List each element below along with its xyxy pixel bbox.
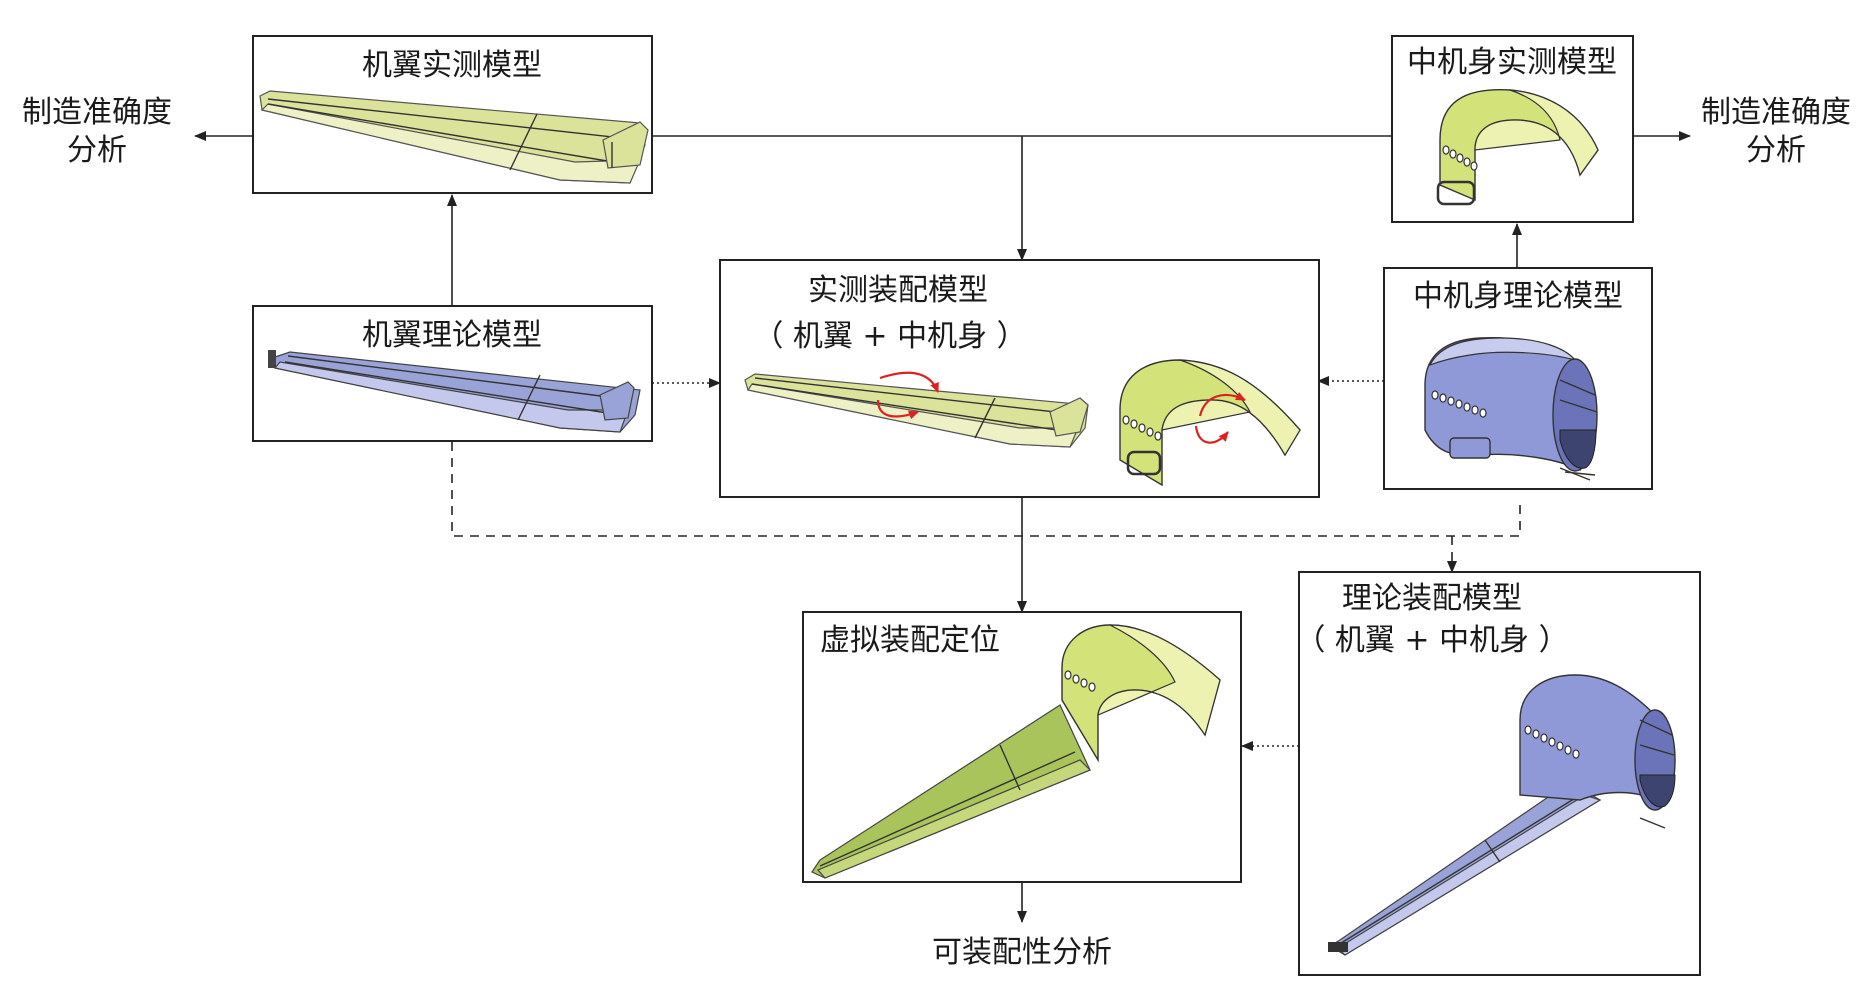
fuselage-theory-graphic xyxy=(1424,337,1598,481)
left-accuracy-line2: 分析 xyxy=(67,133,127,168)
theory-dashed-path xyxy=(451,442,1521,537)
virtual-positioning-graphic xyxy=(811,624,1221,879)
virtual-positioning-box: 虚拟装配定位 xyxy=(802,611,1242,883)
connectors xyxy=(194,131,1691,923)
wing-measured-graphic xyxy=(259,90,649,184)
window-row xyxy=(1122,415,1162,441)
right-accuracy-line1: 制造准确度 xyxy=(1701,95,1851,130)
window-row xyxy=(1064,670,1096,692)
fuselage-measured-model-box: 中机身实测模型 xyxy=(1391,35,1634,223)
fuselage-theory-model-box: 中机身理论模型 xyxy=(1383,267,1653,490)
theory-assembly-subtitle: （ 机翼 + 中机身 ） xyxy=(1295,623,1568,658)
right-accuracy-output: 制造准确度 分析 xyxy=(1701,95,1851,168)
virtual-positioning-label: 虚拟装配定位 xyxy=(820,623,1000,658)
right-accuracy-line2: 分析 xyxy=(1746,133,1806,168)
measured-assembly-subtitle: （ 机翼 + 中机身 ） xyxy=(753,319,1026,354)
fuselage-measured-label: 中机身实测模型 xyxy=(1407,45,1617,80)
wing-theory-graphic xyxy=(268,350,641,433)
wing-measured-label: 机翼实测模型 xyxy=(362,48,542,83)
window-row xyxy=(1431,390,1487,418)
assemblability-output: 可装配性分析 xyxy=(932,935,1112,970)
measured-assembly-fuselage-graphic xyxy=(1119,359,1301,487)
theory-assembly-model-box: 理论装配模型 （ 机翼 + 中机身 ） xyxy=(1295,571,1701,976)
theory-assembly-graphic xyxy=(1328,674,1676,956)
theory-assembly-title: 理论装配模型 xyxy=(1342,581,1522,616)
left-accuracy-output: 制造准确度 分析 xyxy=(22,95,172,168)
wing-theory-label: 机翼理论模型 xyxy=(362,318,542,353)
left-accuracy-line1: 制造准确度 xyxy=(22,95,172,130)
fuselage-measured-graphic xyxy=(1436,88,1599,206)
measured-assembly-model-box: 实测装配模型 （ 机翼 + 中机身 ） xyxy=(719,259,1320,498)
window-row xyxy=(1524,725,1580,759)
adjust-rotation-arrows xyxy=(876,371,1246,444)
window-row xyxy=(1442,145,1478,171)
wing-measured-model-box: 机翼实测模型 xyxy=(252,35,653,194)
fuselage-theory-label: 中机身理论模型 xyxy=(1413,279,1623,314)
measured-assembly-title: 实测装配模型 xyxy=(808,273,988,308)
wing-theory-model-box: 机翼理论模型 xyxy=(252,305,653,442)
